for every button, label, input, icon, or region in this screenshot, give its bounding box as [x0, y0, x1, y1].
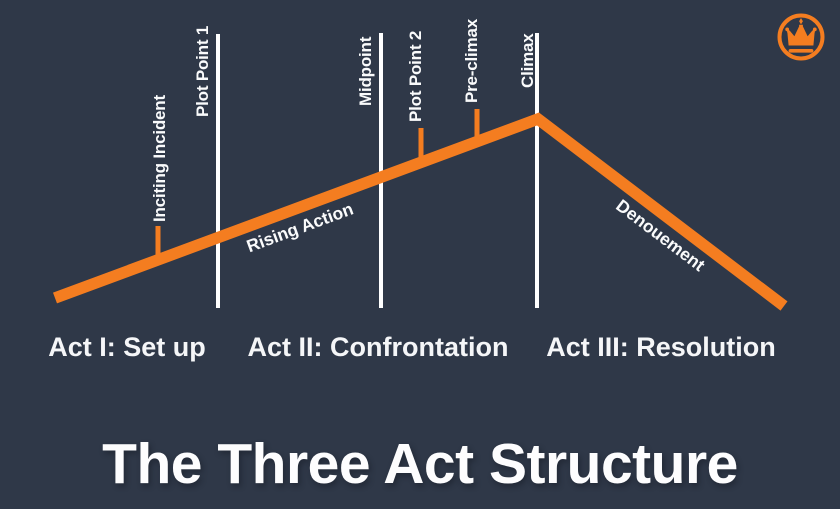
- beat-label-plot-point-1: Plot Point 1: [193, 26, 212, 117]
- beat-label-plot-point-2: Plot Point 2: [406, 31, 425, 122]
- crown-logo-ring: [777, 13, 825, 61]
- act-label-1: Act I: Set up: [48, 332, 206, 362]
- act-label-2: Act II: Confrontation: [248, 332, 509, 362]
- beat-label-inciting-incident: Inciting Incident: [150, 95, 169, 222]
- crown-body: [787, 24, 815, 46]
- crown-left-tip: [785, 27, 790, 32]
- beat-label-pre-climax: Pre-climax: [462, 18, 481, 103]
- crown-logo-icon: [777, 13, 825, 61]
- crown-right-tip: [812, 27, 817, 32]
- crown-base-bar: [788, 49, 814, 53]
- story-arc-diagram: Inciting Incident Plot Point 1 Midpoint …: [48, 13, 825, 362]
- act-label-3: Act III: Resolution: [546, 332, 776, 362]
- story-arc-line: [53, 112, 788, 311]
- beat-label-climax: Climax: [518, 33, 537, 88]
- crown-finial: [799, 18, 803, 25]
- beat-label-midpoint: Midpoint: [356, 36, 375, 106]
- page-title: The Three Act Structure: [102, 432, 738, 496]
